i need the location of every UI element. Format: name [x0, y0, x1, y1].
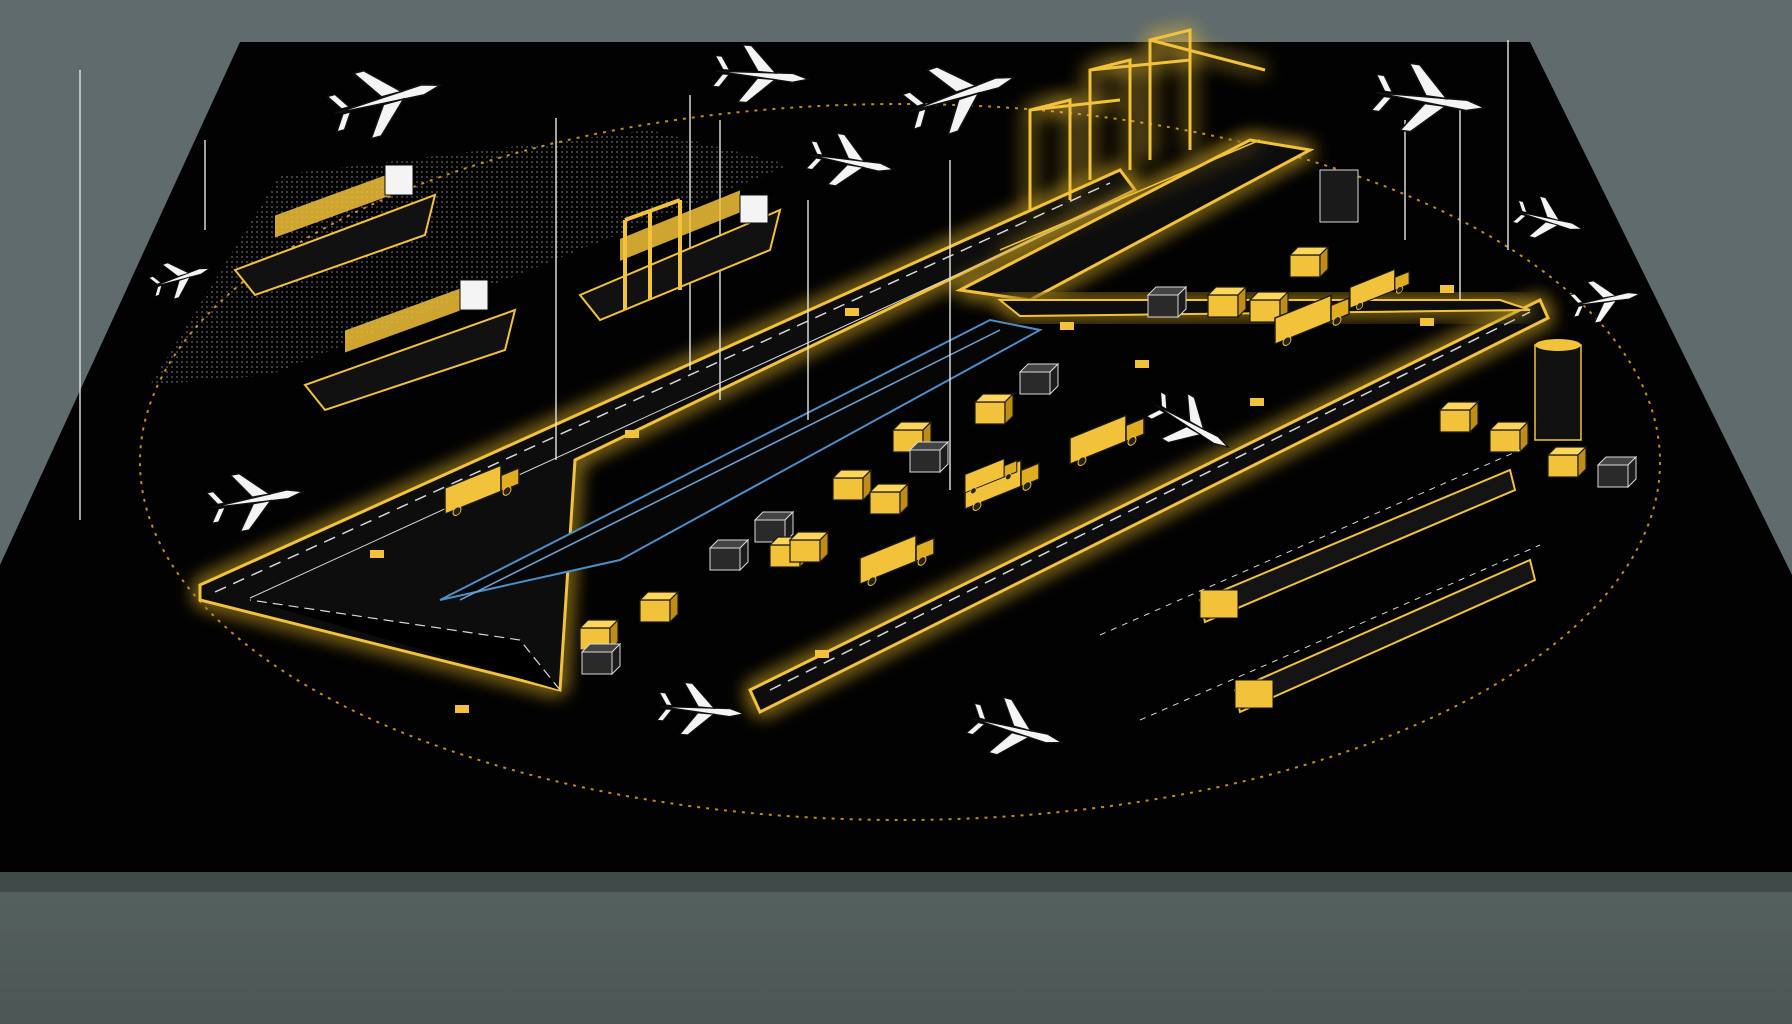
warehouse-building	[1319, 169, 1359, 223]
main-road	[198, 168, 1138, 692]
east-road	[748, 297, 1550, 715]
board-edge	[0, 870, 1792, 892]
floor	[0, 880, 1792, 1024]
cargo-ship-icon	[303, 279, 517, 412]
crane-icon	[999, 28, 1266, 251]
cargo-ship-icon	[578, 190, 782, 322]
silo-icon	[1534, 339, 1582, 441]
cargo-ship-icon	[233, 164, 437, 297]
board	[0, 42, 1792, 872]
train-icon	[1099, 449, 1541, 721]
central-road	[439, 318, 1043, 601]
harbor-water	[150, 130, 790, 385]
small-vehicles	[370, 285, 1454, 713]
boundary-ring	[139, 103, 1661, 821]
